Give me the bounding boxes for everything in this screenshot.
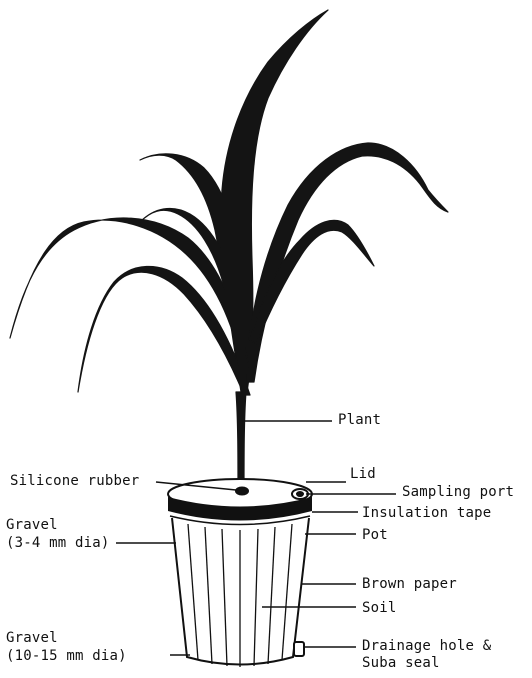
- label-drainage-line2: Suba seal: [362, 655, 440, 671]
- label-insulation-tape: Insulation tape: [362, 505, 491, 521]
- label-brown-paper: Brown paper: [362, 576, 457, 592]
- leader-lines: [116, 421, 396, 655]
- drainage-seal: [294, 642, 304, 656]
- plant-stem: [236, 392, 246, 490]
- pot-body: [172, 518, 309, 667]
- label-gravel-small-line1: Gravel: [6, 517, 58, 533]
- label-soil: Soil: [362, 600, 397, 616]
- sampling-port-fitting: [292, 489, 308, 499]
- label-pot: Pot: [362, 527, 388, 543]
- stem-seal: [236, 488, 248, 495]
- label-drainage-line1: Drainage hole &: [362, 638, 491, 654]
- label-sampling-port: Sampling port: [402, 484, 514, 500]
- label-silicone-rubber: Silicone rubber: [10, 473, 139, 489]
- plant-drawing: [10, 10, 448, 490]
- label-gravel-large-line1: Gravel: [6, 630, 58, 646]
- label-lid: Lid: [350, 466, 376, 482]
- label-plant: Plant: [338, 412, 381, 428]
- label-gravel-small-line2: (3-4 mm dia): [6, 535, 110, 551]
- label-gravel-large-line2: (10-15 mm dia): [6, 648, 127, 664]
- leaf-right: [246, 143, 448, 382]
